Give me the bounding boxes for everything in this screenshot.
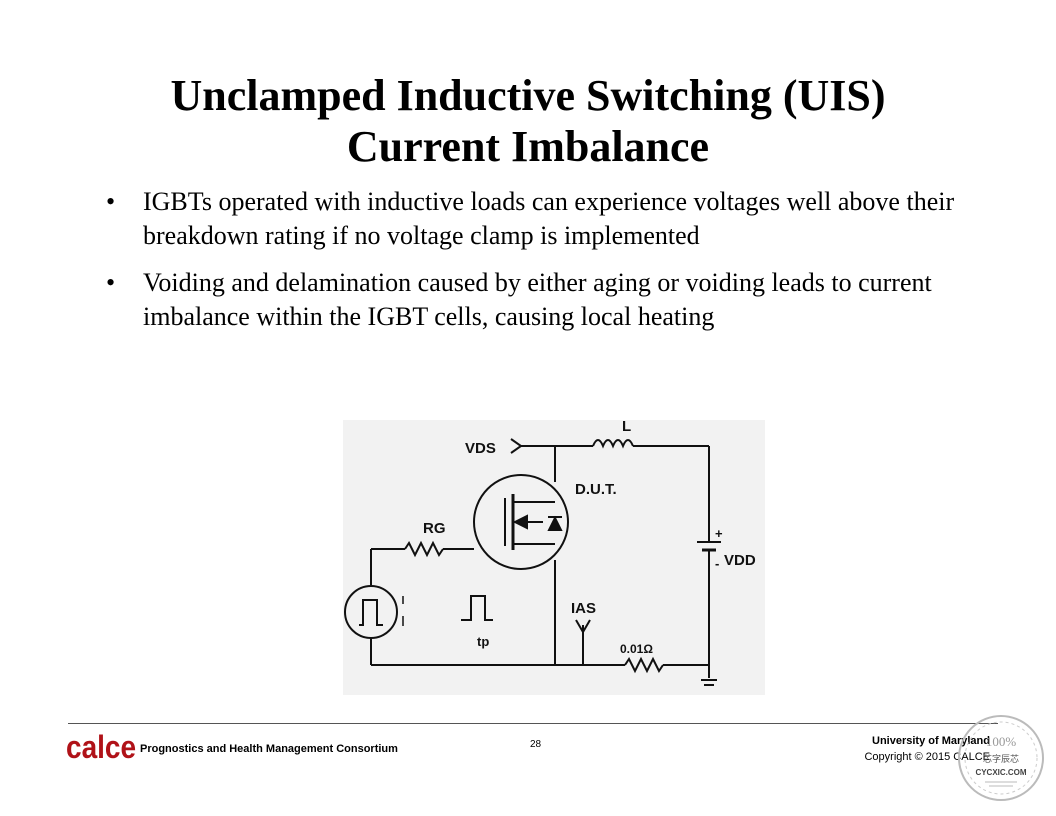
consortium-label: Prognostics and Health Management Consor…	[140, 743, 398, 755]
page-number: 28	[530, 739, 542, 750]
slide-title: Unclamped Inductive Switching (UIS) Curr…	[0, 70, 1056, 172]
label-rg: RG	[423, 520, 446, 537]
bullet-item: • Voiding and delamination caused by eit…	[100, 266, 960, 334]
label-vdd: VDD	[724, 552, 756, 569]
label-vds: VDS	[465, 440, 496, 457]
pulse-generator-wave	[359, 599, 383, 626]
label-ias: IAS	[571, 600, 596, 617]
bullet-dot: •	[106, 187, 116, 216]
uis-circuit-diagram: VDS L + - VDD D.U.T.	[343, 418, 765, 695]
calce-logo: calce	[66, 729, 137, 765]
bullet-item: • IGBTs operated with inductive loads ca…	[100, 185, 960, 253]
label-minus: -	[715, 556, 719, 571]
vds-arrow	[510, 438, 523, 454]
bullet-dot: •	[106, 268, 116, 297]
label-resistor: 0.01Ω	[620, 642, 653, 656]
watermark-text-top: 100%	[986, 734, 1017, 749]
title-line-2: Current Imbalance	[346, 122, 710, 171]
ias-probe-arrow	[575, 619, 591, 634]
inductor-symbol	[592, 439, 634, 449]
resistor-rg	[404, 540, 444, 558]
title-line-1: Unclamped Inductive Switching (UIS)	[170, 71, 886, 120]
bullet-list: • IGBTs operated with inductive loads ca…	[100, 185, 960, 347]
bullet-text: Voiding and delamination caused by eithe…	[143, 268, 932, 331]
dut-circle	[473, 474, 569, 570]
watermark-text-bottom: CYCXIC.COM	[975, 768, 1026, 777]
watermark-text-mid: 芯字辰芯	[983, 753, 1019, 765]
label-plus: +	[715, 526, 723, 541]
label-dut: D.U.T.	[575, 481, 617, 498]
label-l: L	[622, 420, 631, 435]
watermark-stamp: 100% 芯字辰芯 CYCXIC.COM	[958, 715, 1044, 801]
label-tp: tp	[477, 634, 489, 649]
bullet-text: IGBTs operated with inductive loads can …	[143, 187, 955, 250]
tp-pulse	[461, 595, 493, 621]
footer-divider	[68, 723, 998, 724]
mosfet-arrow	[512, 514, 528, 530]
resistor-sense	[624, 656, 664, 674]
pulse-generator	[344, 585, 398, 639]
body-diode	[547, 515, 563, 531]
